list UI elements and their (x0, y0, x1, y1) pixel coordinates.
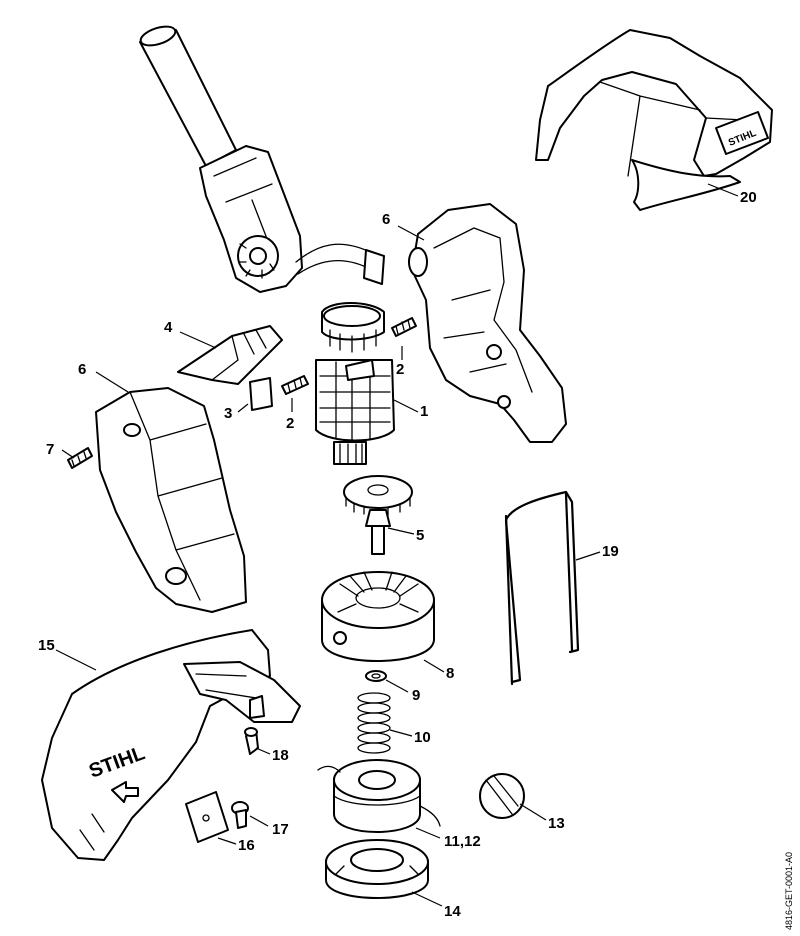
deflector-guard: STIHL (41, 629, 301, 861)
callout-14: 14 (444, 903, 461, 920)
spool-cap (325, 839, 429, 899)
housing-half-right (408, 203, 567, 443)
callout-16: 16 (238, 837, 255, 854)
callout-11-12: 11,12 (444, 833, 481, 850)
callouts: 1 2 2 3 4 5 6 6 7 8 9 10 11,12 13 14 15 … (38, 189, 757, 920)
callout-10: 10 (414, 729, 431, 746)
line-cutter (479, 773, 525, 819)
spool-spring (357, 692, 391, 754)
carbon-brush-lower (281, 375, 309, 395)
callout-20: 20 (740, 189, 757, 206)
fan-housing (321, 571, 435, 662)
guard-screw-upper (244, 727, 259, 755)
callout-7: 7 (46, 441, 54, 458)
cutter-plate (185, 791, 229, 843)
carbon-brush-upper (391, 317, 417, 337)
auxiliary-bail (504, 490, 580, 686)
guard-screw-lower (231, 801, 249, 829)
brush-spring (249, 377, 273, 411)
leader-lines (55, 183, 739, 907)
callout-6-right: 6 (382, 211, 390, 228)
callout-4: 4 (164, 319, 173, 336)
safety-glasses: STIHL (535, 29, 773, 211)
callout-13: 13 (548, 815, 565, 832)
callout-9: 9 (412, 687, 420, 704)
callout-1: 1 (420, 403, 428, 420)
callout-18: 18 (272, 747, 289, 764)
brush-holder (177, 325, 283, 385)
callout-15: 15 (38, 637, 55, 654)
housing-screw (67, 447, 93, 469)
callout-2-upper: 2 (396, 361, 404, 378)
shaft-assembly (139, 25, 385, 293)
electric-motor (315, 302, 395, 465)
line-spool (317, 759, 441, 833)
callout-8: 8 (446, 665, 454, 682)
washer (365, 670, 387, 682)
callout-5: 5 (416, 527, 424, 544)
callout-6-left: 6 (78, 361, 86, 378)
callout-17: 17 (272, 821, 289, 838)
callout-2-lower: 2 (286, 415, 294, 432)
callout-19: 19 (602, 543, 619, 560)
drawing-code: 4816-GET-0001-A0 (784, 852, 794, 930)
housing-half-left (95, 387, 247, 613)
gear-wheel (343, 475, 413, 555)
callout-3: 3 (224, 405, 232, 422)
